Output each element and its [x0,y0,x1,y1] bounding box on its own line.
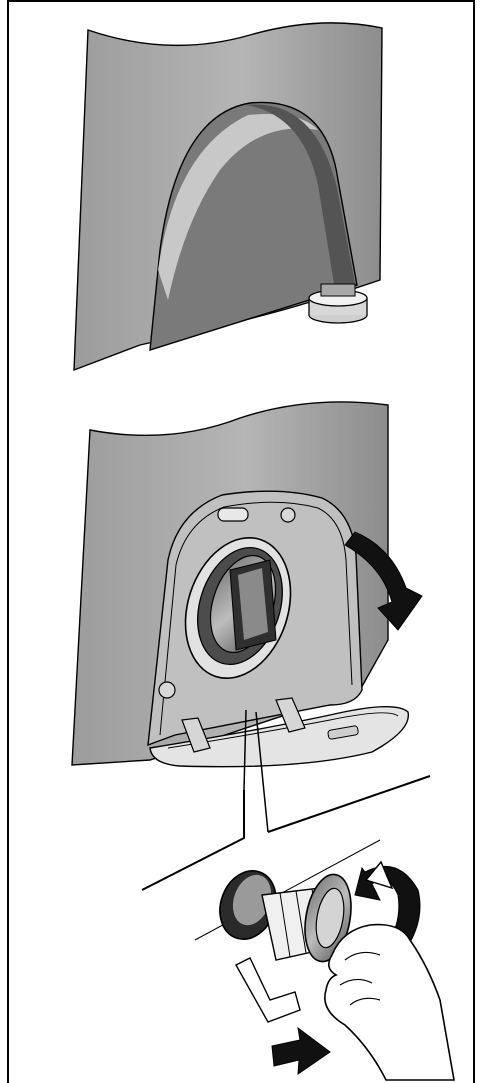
opened-service-flap-panel [72,402,430,890]
screw-top-right [281,508,295,522]
closed-service-flap-panel [74,23,382,370]
release-slot [218,508,248,521]
pull-start-arrow-icon [236,958,300,1022]
detail-frame-left [142,790,244,890]
remove-drain-filter-panel [195,840,454,1080]
screw-bottom-left [159,682,175,698]
detail-frame-top [268,776,430,832]
hand-icon [325,925,454,1080]
pull-arrow-icon [272,1028,330,1074]
